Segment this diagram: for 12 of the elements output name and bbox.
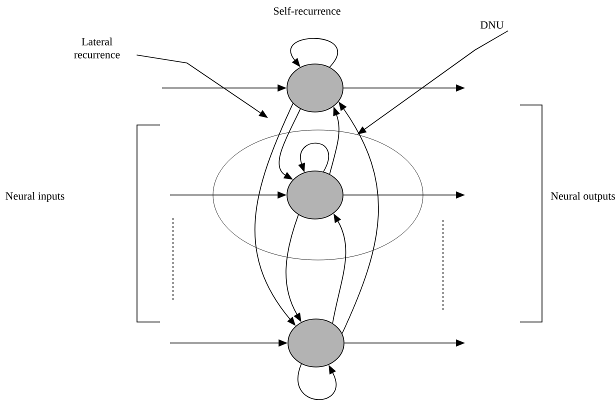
label-text: Neural outputs (550, 192, 615, 202)
neuron-circle (286, 64, 344, 112)
neuron-circle (288, 318, 344, 368)
label-text: Self-recurrence (274, 6, 340, 15)
arrow (298, 142, 330, 172)
callout-text: DNU (480, 21, 504, 29)
label-text: Neural inputs (6, 192, 64, 202)
arrow (298, 364, 336, 400)
callout-text: Lateral recurrence (74, 38, 120, 58)
arrow (290, 38, 338, 68)
neuron-circle (286, 170, 344, 220)
dnu-ellipse (212, 130, 424, 260)
